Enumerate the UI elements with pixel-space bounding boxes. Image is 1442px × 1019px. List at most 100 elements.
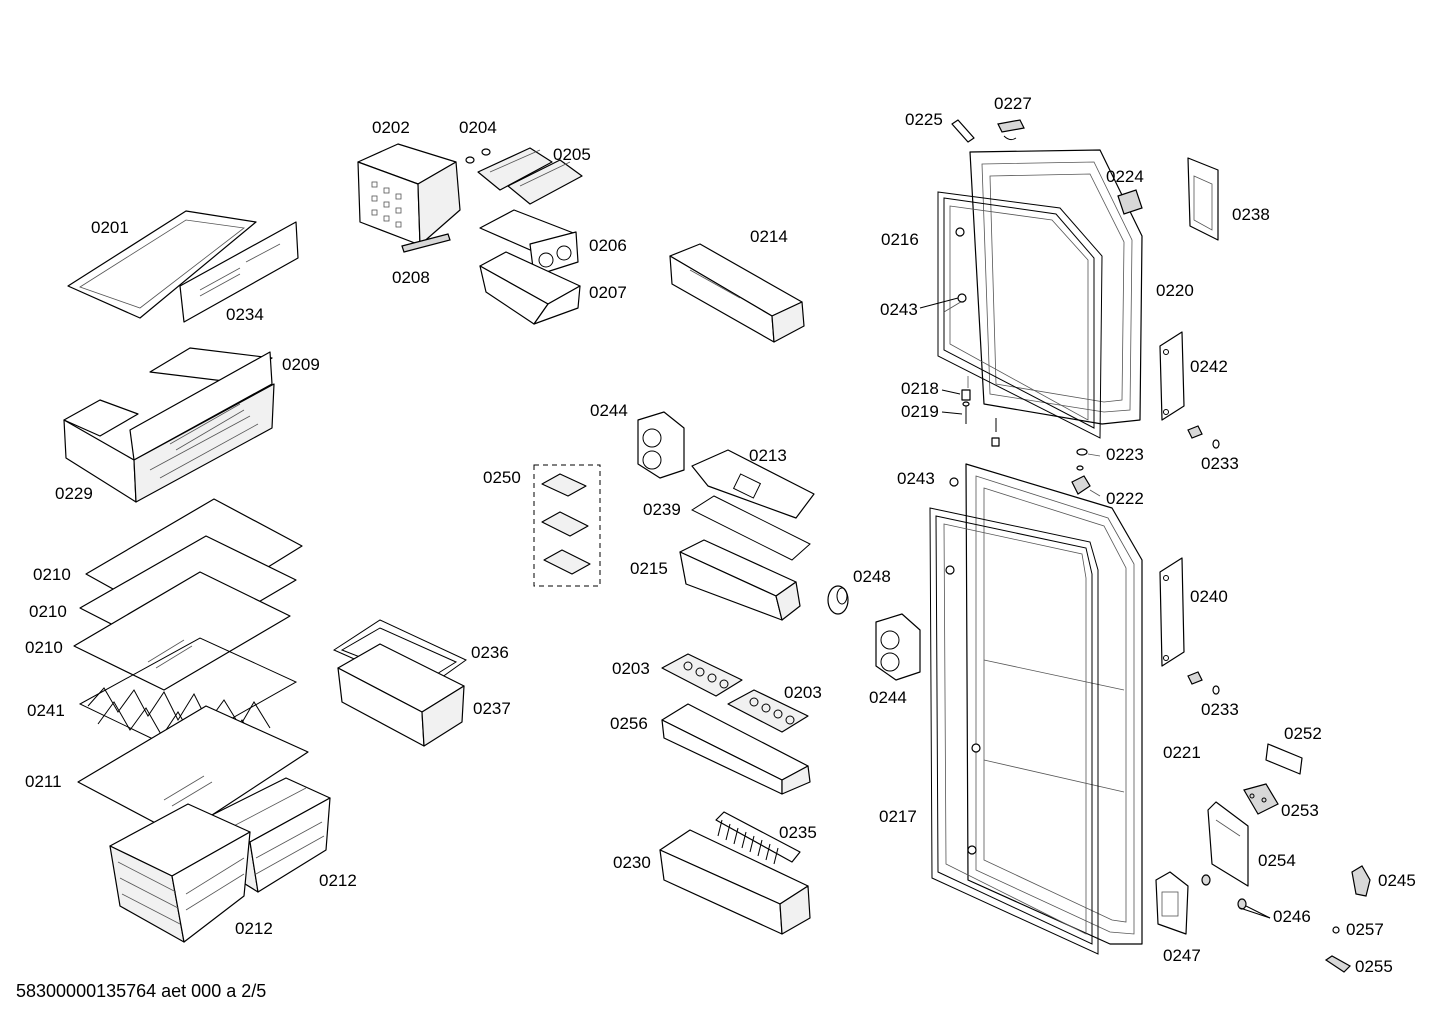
part-0239-seal	[690, 495, 811, 561]
callout-0218[interactable]: 0218	[901, 379, 939, 398]
part-0257-washer	[1332, 926, 1340, 934]
callout-0203-b[interactable]: 0203	[784, 683, 822, 702]
callout-0210-a[interactable]: 0210	[33, 565, 71, 584]
callout-0208[interactable]: 0208	[392, 268, 430, 287]
callout-0255[interactable]: 0255	[1355, 957, 1393, 976]
part-0224-cap	[1117, 189, 1143, 215]
part-0211-shelf	[77, 705, 309, 837]
callout-0212-a[interactable]: 0212	[319, 871, 357, 890]
callout-0247[interactable]: 0247	[1163, 946, 1201, 965]
part-0220-upper-door	[969, 149, 1143, 425]
part-0243-screw-lower	[949, 477, 959, 487]
part-0235-divider	[715, 811, 801, 865]
part-0245-switch	[1351, 865, 1371, 897]
part-0206-ice-box	[479, 209, 579, 277]
part-0214-door-bin	[669, 243, 805, 343]
callout-0243-a[interactable]: 0243	[880, 300, 918, 319]
callout-0210-b[interactable]: 0210	[29, 602, 67, 621]
callout-0225[interactable]: 0225	[905, 110, 943, 129]
callout-0207[interactable]: 0207	[589, 283, 627, 302]
callout-0240[interactable]: 0240	[1190, 587, 1228, 606]
callout-0214[interactable]: 0214	[750, 227, 788, 246]
part-0213-control-housing	[691, 449, 815, 519]
callout-0210-c[interactable]: 0210	[25, 638, 63, 657]
part-0207-drawer	[479, 251, 581, 325]
callout-0230[interactable]: 0230	[613, 853, 651, 872]
callout-0223[interactable]: 0223	[1106, 445, 1144, 464]
callout-0211[interactable]: 0211	[25, 772, 62, 791]
callout-0213[interactable]: 0213	[749, 446, 787, 465]
callout-0222[interactable]: 0222	[1106, 489, 1144, 508]
part-0210-shelf-3	[73, 571, 291, 691]
callout-0256[interactable]: 0256	[610, 714, 648, 733]
part-0203-egg-tray-left	[661, 653, 743, 697]
part-0202-cage	[357, 143, 461, 246]
callout-0224[interactable]: 0224	[1106, 167, 1144, 186]
callout-0253[interactable]: 0253	[1281, 801, 1319, 820]
part-0233-screw-bottom	[1187, 671, 1220, 695]
callout-0241[interactable]: 0241	[27, 701, 65, 720]
part-0208-strip	[401, 233, 451, 253]
part-0247-box	[1155, 871, 1189, 935]
part-0215-bin	[679, 539, 801, 621]
part-0244-holder-top	[637, 411, 685, 479]
part-0225-hinge-pin	[951, 119, 975, 143]
callout-0239[interactable]: 0239	[643, 500, 681, 519]
callout-0237[interactable]: 0237	[473, 699, 511, 718]
callout-0205[interactable]: 0205	[553, 145, 591, 164]
part-0238-panel	[1187, 157, 1219, 241]
callout-0221[interactable]: 0221	[1163, 743, 1201, 762]
callout-0238[interactable]: 0238	[1232, 205, 1270, 224]
callout-0236[interactable]: 0236	[471, 643, 509, 662]
callout-0257[interactable]: 0257	[1346, 920, 1384, 939]
callout-0233-a[interactable]: 0233	[1201, 454, 1239, 473]
callout-0217[interactable]: 0217	[879, 807, 917, 826]
callout-0243-b[interactable]: 0243	[897, 469, 935, 488]
part-0256-bin	[661, 703, 811, 795]
part-0217-lower-gasket	[929, 507, 1099, 955]
part-0244-holder-bottom	[875, 613, 921, 681]
callout-0244-b[interactable]: 0244	[869, 688, 907, 707]
callout-0246[interactable]: 0246	[1273, 907, 1311, 926]
callout-0220[interactable]: 0220	[1156, 281, 1194, 300]
callout-0204[interactable]: 0204	[459, 118, 497, 137]
callout-0248[interactable]: 0248	[853, 567, 891, 586]
callout-0235[interactable]: 0235	[779, 823, 817, 842]
part-0248-knob	[827, 585, 849, 615]
callout-0206[interactable]: 0206	[589, 236, 627, 255]
part-0254-cover	[1207, 801, 1249, 887]
callout-0203-a[interactable]: 0203	[612, 659, 650, 678]
callout-0209[interactable]: 0209	[282, 355, 320, 374]
part-0237-drawer	[337, 643, 465, 747]
callout-0229[interactable]: 0229	[55, 484, 93, 503]
callout-0242[interactable]: 0242	[1190, 357, 1228, 376]
part-0223-washer	[1076, 448, 1088, 456]
part-0203-egg-tray-right	[727, 689, 809, 733]
callout-0233-b[interactable]: 0233	[1201, 700, 1239, 719]
callout-0245[interactable]: 0245	[1378, 871, 1416, 890]
callout-0219[interactable]: 0219	[901, 402, 939, 421]
document-reference: 58300000135764 aet 000 a 2/5	[16, 981, 267, 1001]
part-0212-crisper-left	[109, 803, 251, 943]
callout-0202[interactable]: 0202	[372, 118, 410, 137]
callout-0227[interactable]: 0227	[994, 94, 1032, 113]
part-0253-bracket	[1243, 783, 1279, 815]
part-0219-pin	[962, 401, 970, 424]
part-0227-clip	[997, 119, 1025, 141]
part-0242-handle	[1159, 331, 1185, 421]
callout-0212-b[interactable]: 0212	[235, 919, 273, 938]
part-0216-upper-gasket	[937, 191, 1103, 439]
callout-0215[interactable]: 0215	[630, 559, 668, 578]
part-0205-ice-trays	[477, 147, 583, 205]
callout-0252[interactable]: 0252	[1284, 724, 1322, 743]
part-0204-clips	[465, 148, 491, 164]
callout-0234[interactable]: 0234	[226, 305, 264, 324]
part-0222-hinge	[1071, 475, 1101, 497]
callout-0250[interactable]: 0250	[483, 468, 521, 487]
callout-0201[interactable]: 0201	[91, 218, 129, 237]
callout-0254[interactable]: 0254	[1258, 851, 1296, 870]
part-0216-plug	[955, 227, 965, 237]
callout-0216[interactable]: 0216	[881, 230, 919, 249]
callout-0244-a[interactable]: 0244	[590, 401, 628, 420]
